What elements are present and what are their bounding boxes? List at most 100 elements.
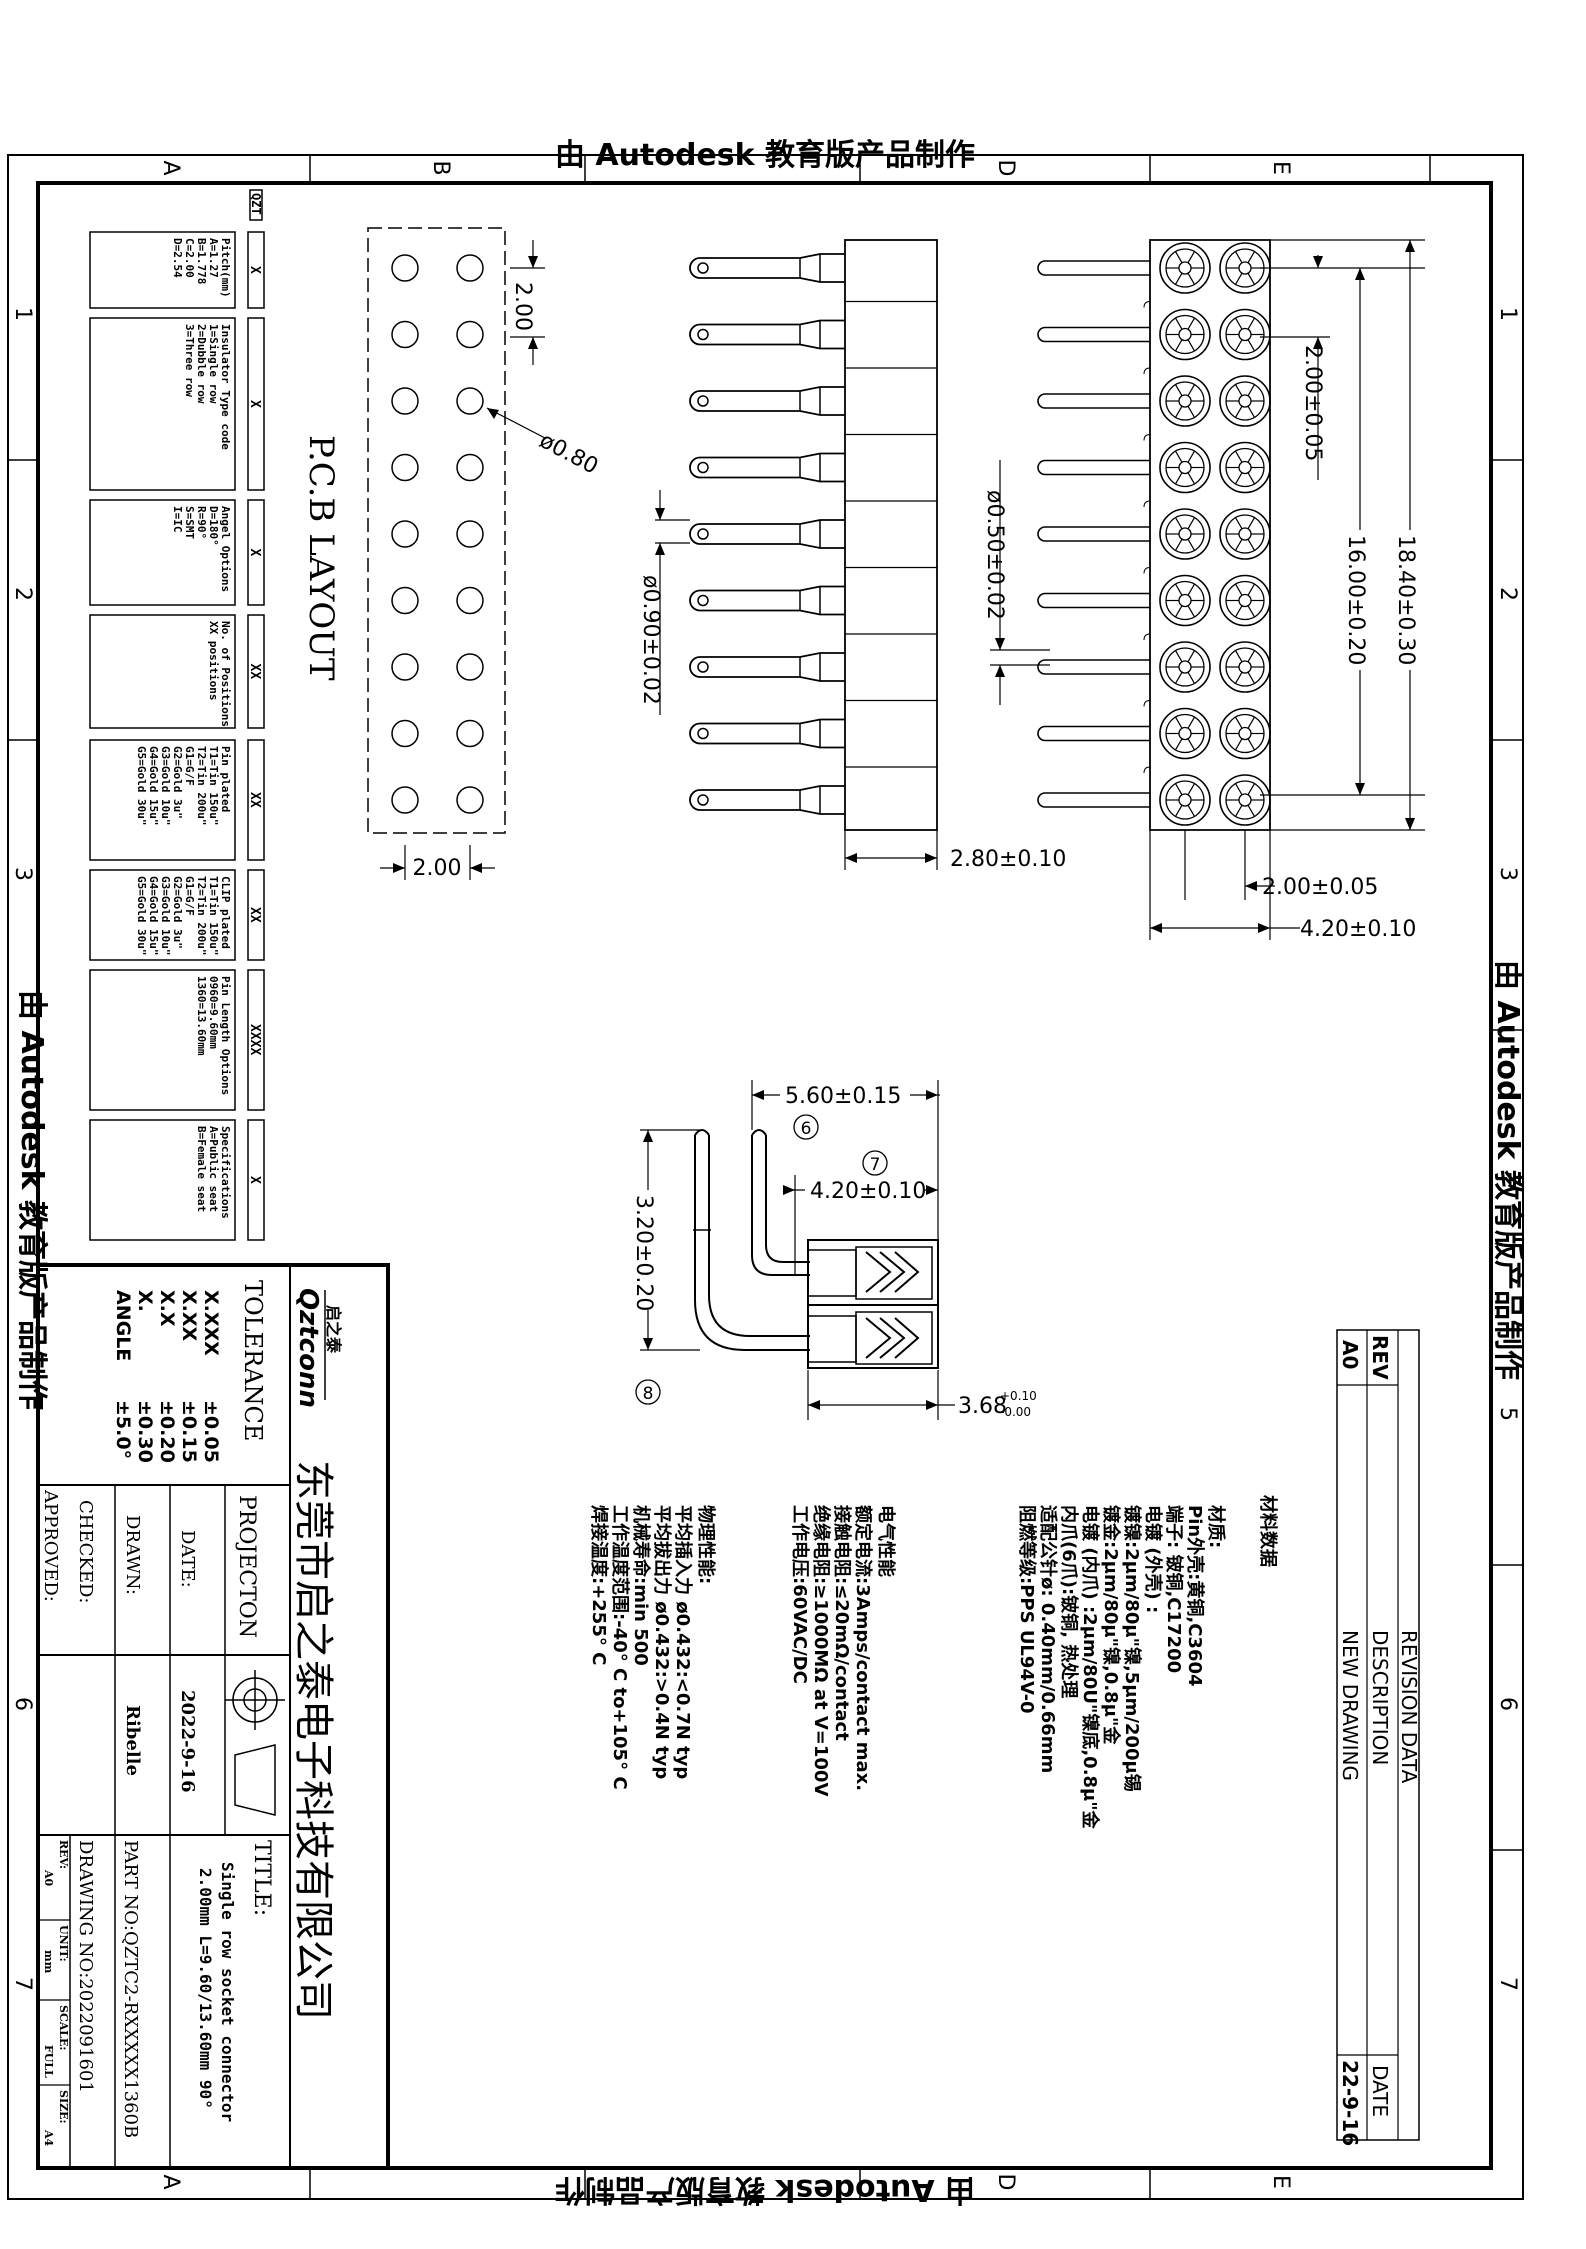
socket-tail bbox=[1037, 393, 1150, 409]
code-cell-line: G5=Gold 30u" bbox=[135, 876, 148, 955]
socket-contact bbox=[1159, 441, 1211, 494]
dim-tail-dia: ø0.50±0.02 bbox=[982, 490, 1007, 620]
pcb-holes bbox=[391, 254, 484, 814]
pcb-hole bbox=[456, 719, 484, 748]
code-table: QZT XPitch(mm)A=1.27B=1.778C=2.00D=2.54X… bbox=[89, 189, 265, 1241]
pcb-hole bbox=[391, 719, 419, 748]
dim-span-outer: 18.40±0.30 bbox=[1393, 535, 1418, 665]
materials-line: 内爪(6爪):铍铜, 热处理 bbox=[1058, 1505, 1080, 1698]
pcb-hole bbox=[456, 387, 484, 415]
code-cell-code: XXXX bbox=[247, 1024, 262, 1055]
pin-side-view: ø0.90±0.02 ø0.50±0.02 2.80±0.10 bbox=[638, 239, 1066, 872]
code-cell-line: 3=Three row bbox=[183, 324, 196, 397]
code-cell-line: G5=Gold 30u" bbox=[135, 746, 148, 825]
code-cell-line: 1360=13.60mm bbox=[195, 976, 208, 1056]
code-cell-line: Pin plated bbox=[219, 746, 232, 812]
code-cell-line: 0960=9.60mm bbox=[207, 976, 220, 1049]
title-line-1: Single row socket connector bbox=[218, 1862, 237, 2122]
dim-pitch-right: 2.00±0.05 bbox=[1262, 875, 1378, 900]
projection-symbol-icon bbox=[225, 1670, 285, 1816]
code-cell-line: CLIP plated bbox=[219, 876, 232, 949]
dim-pin-dia: ø0.90±0.02 bbox=[638, 575, 663, 705]
socket-tail bbox=[1037, 725, 1150, 742]
zone-d-top: D bbox=[993, 160, 1018, 177]
pin bbox=[689, 566, 937, 616]
date-value: 2022-9-16 bbox=[177, 1690, 198, 1793]
socket-contact bbox=[1159, 242, 1211, 294]
elec-line: 额定电流:3Amps/contact max. bbox=[852, 1505, 874, 1791]
pcb-hole bbox=[391, 320, 419, 349]
socket-contact bbox=[1219, 574, 1271, 627]
code-cell-line: T2=Tin 200u" bbox=[195, 746, 208, 825]
code-cell-line: A=Public seat bbox=[207, 1126, 220, 1212]
socket-contact bbox=[1219, 641, 1271, 693]
pcb-hole bbox=[391, 653, 419, 681]
code-cell-line: I=IC bbox=[171, 506, 184, 533]
zone-numbers: 1 2 3 1 2 3 5 6 7 6 7 bbox=[10, 307, 1520, 1991]
pin bbox=[689, 699, 937, 749]
size-value: A4 bbox=[42, 2129, 55, 2147]
code-header: QZT bbox=[249, 193, 263, 215]
code-cell-line: S=SMT bbox=[183, 506, 196, 539]
zone-1-left: 1 bbox=[10, 307, 35, 321]
tolerance-value: ±0.20 bbox=[156, 1400, 178, 1463]
materials-line: 适配公针ø: 0.40mm/0.66mm bbox=[1037, 1505, 1059, 1773]
socket-contact bbox=[1219, 308, 1271, 361]
zone-5-right: 5 bbox=[1495, 1407, 1520, 1421]
checked-label: CHECKED: bbox=[75, 1500, 96, 1603]
socket-tail bbox=[1037, 526, 1150, 542]
date-label: DATE: bbox=[177, 1530, 198, 1588]
code-cell-line: G3=Gold 10u" bbox=[159, 876, 172, 955]
socket-contact bbox=[1219, 774, 1271, 826]
approved-label: APPROVED: bbox=[40, 1489, 61, 1602]
pin bbox=[689, 367, 937, 416]
socket-contact bbox=[1219, 508, 1271, 560]
rev-col-rev: REV bbox=[1368, 1335, 1392, 1380]
code-cell-code: XX bbox=[247, 907, 262, 923]
socket-contact bbox=[1159, 774, 1211, 826]
zone-3-left: 3 bbox=[10, 867, 35, 881]
code-cell-line: G1=G/F bbox=[183, 746, 196, 786]
phys-line: 平均插入力 ø0.432:<0.7N typ bbox=[672, 1505, 694, 1779]
side-dim-3: 3.20±0.20 bbox=[631, 1195, 656, 1311]
code-cell-line: Insulator Type code bbox=[219, 324, 232, 450]
tolerance-key: X.XXX bbox=[200, 1290, 222, 1356]
zone-letters: A B D E A D E bbox=[158, 160, 1293, 2191]
code-cell-line: T1=Tin 150u" bbox=[207, 876, 220, 955]
zone-2-left: 2 bbox=[10, 587, 35, 601]
size-label: SIZE: bbox=[57, 2090, 70, 2124]
pin bbox=[689, 433, 937, 483]
materials-line: 镀镍:2μm/80μ"镍,5μm/200μ锡 bbox=[1121, 1505, 1143, 1792]
brand-logo: Qztconn bbox=[293, 1288, 323, 1408]
rev-value: A0 bbox=[1338, 1340, 1362, 1369]
code-cell-line: T2=Tin 200u" bbox=[195, 876, 208, 955]
zone-a-top: A bbox=[158, 160, 183, 175]
side-dim-2: 4.20±0.10 bbox=[810, 1179, 926, 1204]
tolerance-key: ANGLE bbox=[112, 1290, 134, 1361]
pcb-hole bbox=[456, 320, 484, 349]
zone-6-right: 6 bbox=[1495, 1697, 1520, 1711]
pcb-outline bbox=[367, 227, 506, 834]
materials-line: 端子: 铍铜,C17200 bbox=[1163, 1505, 1185, 1673]
zone-6-left: 6 bbox=[10, 1697, 35, 1711]
title-line-2: 2.00mm L=9.60/13.60mm 90° bbox=[196, 1868, 215, 2109]
section-view: 5.60±0.15 4.20±0.10 3.20±0.20 3.68 +0.10… bbox=[631, 1080, 1037, 1420]
rev-col-desc: DESCRIPTION bbox=[1368, 1630, 1392, 1765]
code-cell-code: XX bbox=[247, 792, 262, 808]
code-cell-code: X bbox=[247, 1176, 262, 1184]
pin bbox=[689, 633, 937, 682]
rev-small-value: A0 bbox=[42, 1869, 55, 1887]
socket-contact bbox=[1159, 308, 1211, 361]
pcb-layout: P.C.B LAYOUT 2.00 ø0.80 2.00 bbox=[301, 227, 602, 881]
elec-line: 接触电阻:≤20mΩ/contact bbox=[831, 1505, 853, 1741]
code-cell-line: 2=Dubble row bbox=[195, 324, 208, 404]
socket-contact bbox=[1219, 707, 1271, 760]
materials-heading: 材料数据 bbox=[1257, 1495, 1279, 1567]
zone-ticks bbox=[8, 155, 1523, 2199]
code-cell-line: XX positions bbox=[207, 621, 220, 700]
